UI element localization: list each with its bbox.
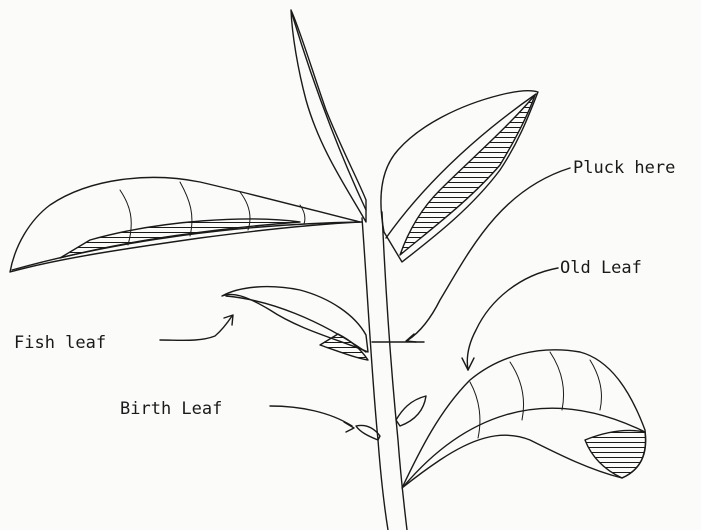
birth-leaf-label: Birth Leaf	[120, 399, 222, 419]
old-leaf-pointer	[467, 268, 558, 370]
fish-leaf-pointer	[160, 316, 232, 340]
pluck-here-pointer	[408, 168, 570, 340]
upper-right-leaf-midrib	[386, 94, 536, 238]
old-leaf-label: Old Leaf	[560, 258, 642, 278]
upper-right-leaf-shading	[400, 95, 535, 255]
pluck-here-label: Pluck here	[573, 158, 675, 178]
upper-left-leaf-shading	[60, 219, 300, 258]
birth-leaf-right	[396, 396, 426, 426]
old-leaf-veins	[470, 352, 602, 438]
fish-leaf-label: Fish leaf	[14, 333, 106, 353]
birth-leaf-pointer	[270, 406, 352, 426]
old-leaf-shading	[585, 430, 646, 478]
terminal-bud	[291, 10, 366, 222]
